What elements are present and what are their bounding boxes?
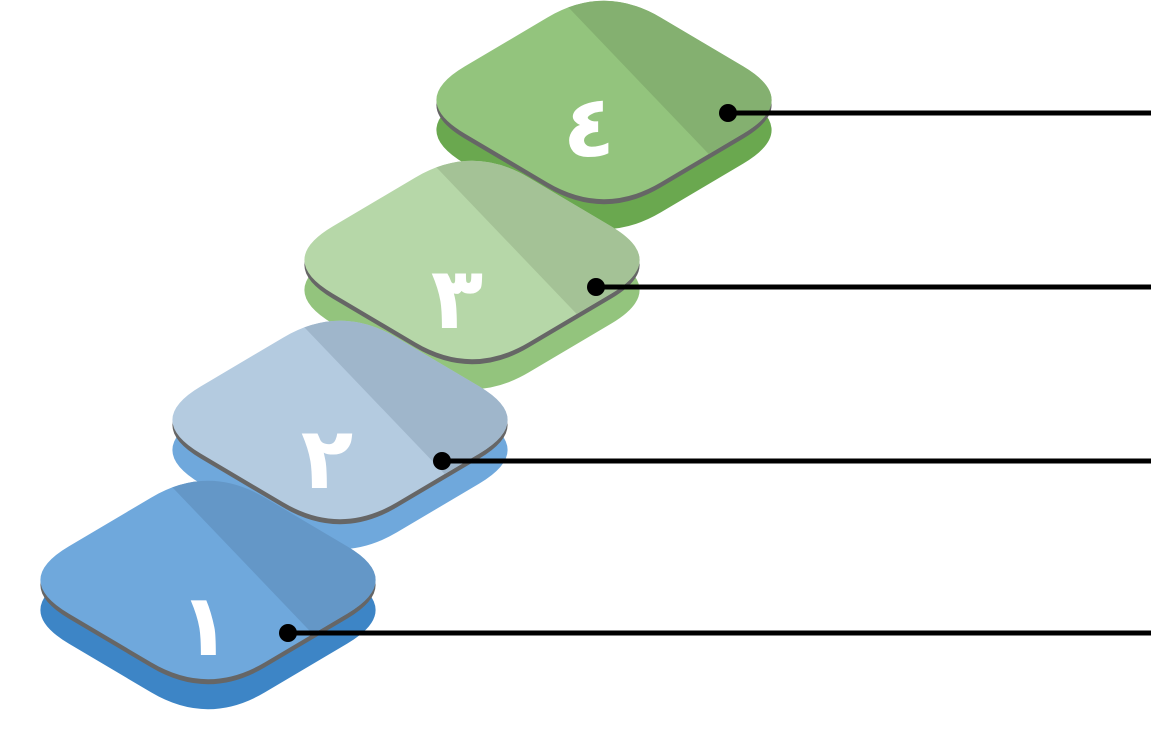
step-1-shade (108, 480, 376, 680)
connector-dot-1 (279, 624, 297, 642)
connector-4 (719, 104, 1151, 122)
connector-3 (587, 278, 1151, 296)
step-1-number: ١ (179, 576, 232, 676)
step-2-shade (240, 320, 508, 520)
connector-1 (279, 624, 1151, 642)
connector-dot-3 (587, 278, 605, 296)
step-4-shade (504, 0, 772, 200)
step-2-number: ٢ (301, 409, 354, 509)
step-1: ١ (40, 480, 376, 710)
step-3-number: ٣ (431, 249, 484, 349)
connector-2 (433, 452, 1151, 470)
step-4-number: ٤ (563, 77, 616, 177)
connectors-layer (279, 104, 1151, 642)
connector-dot-4 (719, 104, 737, 122)
step-3-shade (372, 160, 640, 360)
connector-dot-2 (433, 452, 451, 470)
step-2: ٢ (172, 320, 508, 550)
